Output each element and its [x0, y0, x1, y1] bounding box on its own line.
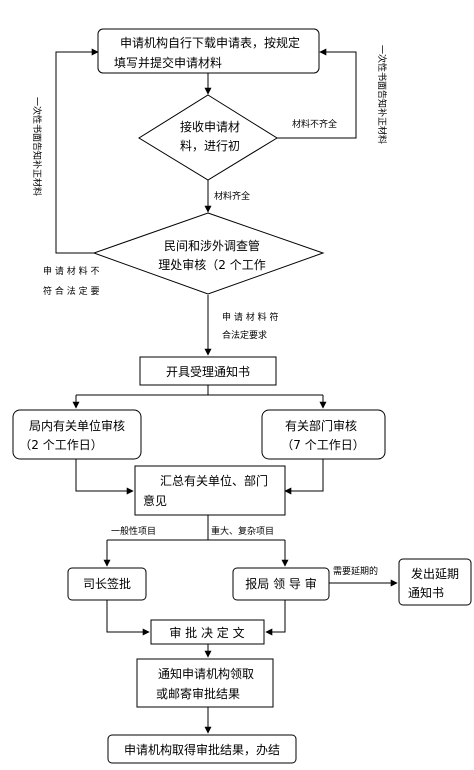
node-extension-notice-line2: 通知书: [408, 586, 444, 600]
node-accept-notice: 开具受理通知书: [139, 356, 277, 386]
label-incomplete: 材料不齐全: [292, 118, 337, 130]
node-finish-box: [107, 734, 297, 764]
label-one-time-notice-left: 一次性书面告知补正材料: [31, 97, 43, 196]
label-one-time-notice-left-text: 一次性书面告知补正材料: [31, 97, 43, 196]
node-director-sign: 司长签批: [67, 567, 147, 601]
node-accept-notice-box: [139, 356, 277, 386]
node-accept-notice-text: 开具受理通知书: [166, 365, 250, 379]
node-extension-notice-box: [398, 558, 472, 606]
node-director-sign-text: 司长签批: [83, 576, 131, 591]
node-internal-review-box: [12, 409, 142, 460]
node-receive-diamond: [138, 94, 278, 181]
label-complete: 材料齐全: [214, 190, 250, 202]
node-director-sign-box: [67, 567, 147, 601]
edge-not-compliant-loop: [55, 48, 99, 254]
label-general: 一般性项目: [111, 525, 156, 537]
node-dept-review-line2: （7 个工作日）: [281, 438, 364, 452]
node-extension-notice-line1: 发出延期: [411, 566, 459, 581]
node-finish: 申请机构取得审批结果，办结: [107, 734, 297, 764]
node-decision-text: 审 批 决 定 文: [169, 625, 244, 640]
node-dept-review-box: [261, 409, 386, 460]
node-decision: 审 批 决 定 文: [150, 619, 265, 645]
node-extension-notice: 发出延期 通知书: [398, 558, 472, 606]
label-not-compliant-line2: 符 合 法 定 要: [43, 285, 99, 297]
node-leader-review-box: [232, 567, 330, 601]
node-receive-line1: 接收申请材: [180, 119, 240, 134]
label-one-time-notice-right: 一次性书面告知补正材料: [376, 45, 388, 144]
node-receive: 接收申请材 料，进行初: [138, 94, 278, 181]
label-one-time-notice-right-text: 一次性书面告知补正材料: [376, 45, 388, 144]
label-major: 重大、复杂项目: [211, 525, 274, 537]
node-summary: 汇总有关单位、部门 意见: [134, 465, 286, 516]
node-leader-review-text: 报局 领 导 审: [245, 576, 316, 591]
node-review-line2: 理处审核（2 个工作: [158, 257, 265, 272]
edge-leader-decision: [265, 600, 286, 636]
edge-incomplete-loop: [277, 48, 357, 139]
label-compliant-line2: 合法定要求: [222, 329, 267, 341]
node-start: 申请机构自行下载申请表，按规定 填写并提交申请材料: [97, 28, 320, 74]
node-notify-box: [136, 658, 274, 708]
node-start-line1: 申请机构自行下载申请表，按规定: [120, 35, 300, 50]
node-internal-review: 局内有关单位审核 （2 个工作日）: [12, 409, 142, 460]
node-receive-line2: 料，进行初: [180, 139, 240, 153]
node-start-line2: 填写并提交申请材料: [114, 55, 222, 70]
node-summary-line2: 意见: [143, 493, 167, 508]
node-review-line1: 民间和涉外调查管: [164, 238, 260, 253]
node-start-box: [97, 28, 320, 74]
node-internal-review-line1: 局内有关单位审核: [29, 418, 125, 433]
label-needs-extension: 需要延期的: [333, 565, 378, 577]
edge-director-decision: [106, 600, 150, 636]
node-notify-line2: 或邮寄审批结果: [156, 686, 240, 701]
node-internal-review-line2: （2 个工作日）: [19, 438, 102, 452]
node-review: 民间和涉外调查管 理处审核（2 个工作: [92, 212, 325, 295]
node-notify: 通知申请机构领取 或邮寄审批结果: [136, 658, 274, 708]
node-finish-text: 申请机构取得审批结果，办结: [124, 742, 280, 757]
edge-internal-summary: [75, 459, 134, 495]
node-summary-line1: 汇总有关单位、部门: [160, 473, 268, 488]
node-leader-review: 报局 领 导 审: [232, 567, 330, 601]
edge-dept-summary: [284, 459, 324, 495]
node-review-diamond: [92, 212, 325, 295]
node-notify-line1: 通知申请机构领取: [158, 666, 254, 681]
node-dept-review: 有关部门审核 （7 个工作日）: [261, 409, 386, 460]
label-compliant-line1: 申 请 材 料 符: [222, 311, 278, 323]
node-summary-box: [134, 465, 286, 516]
connectors: [55, 48, 398, 734]
node-dept-review-line1: 有关部门审核: [285, 418, 357, 433]
node-decision-box: [150, 619, 265, 645]
label-not-compliant-line1: 申 请 材 料 不: [43, 265, 99, 277]
